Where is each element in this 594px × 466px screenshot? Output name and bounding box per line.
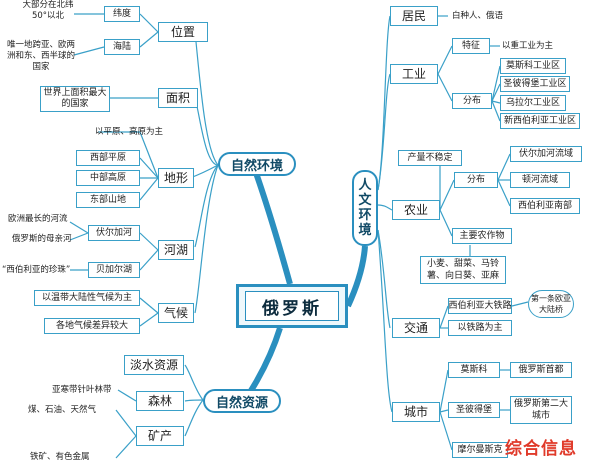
branch-humanities — [345, 245, 368, 308]
node-position: 位置 — [158, 22, 208, 42]
city-murmansk: 摩尔曼斯克 — [452, 442, 508, 458]
industry-feature-note: 以重工业为主 — [502, 41, 554, 51]
agriculture-region: 顿河流域 — [510, 172, 570, 188]
crops-list: 小麦、甜菜、马铃薯、向日葵、亚麻 — [420, 256, 506, 284]
industry-region: 乌拉尔工业区 — [500, 95, 566, 111]
node-freshwater: 淡水资源 — [124, 355, 184, 375]
node-industry-feature: 特征 — [452, 38, 490, 54]
volga-note: 欧洲最长的河流 — [8, 214, 68, 224]
node-rivers-lakes: 河湖 — [158, 240, 194, 260]
hub-humanities-char: 人 — [358, 178, 372, 193]
hub-natural-resources: 自然资源 — [203, 389, 281, 413]
terrain-summary: 以平原、高原为主 — [95, 127, 164, 137]
industry-region: 莫斯科工业区 — [500, 58, 566, 74]
city-st-petersburg-note: 俄罗斯第二大城市 — [510, 396, 572, 424]
terrain-item: 东部山地 — [76, 192, 140, 208]
hub-humanities-char: 环 — [358, 208, 372, 223]
minerals-item: 煤、石油、天然气 — [28, 405, 97, 415]
watermark-text: 综合信息 — [505, 439, 577, 459]
node-forest: 森林 — [136, 391, 184, 411]
climate-item: 各地气候差异较大 — [44, 318, 140, 334]
node-minerals: 矿产 — [136, 426, 184, 446]
area-note: 世界上面积最大的国家 — [40, 86, 110, 112]
sea-land-note: 唯一地跨亚、欧两洲和东、西半球的国家 — [6, 40, 75, 72]
node-industry: 工业 — [390, 64, 438, 84]
node-terrain: 地形 — [158, 168, 194, 188]
node-sea-land: 海陆 — [104, 39, 140, 55]
city-moscow: 莫斯科 — [448, 362, 500, 378]
volga-note: 俄罗斯的母亲河 — [12, 234, 72, 244]
node-volga: 伏尔加河 — [88, 225, 140, 241]
agriculture-region: 西伯利亚南部 — [510, 198, 580, 214]
node-climate: 气候 — [158, 303, 194, 323]
latitude-note: 大部分在北纬50°以北 — [22, 0, 74, 21]
node-transport: 交通 — [392, 318, 440, 338]
transport-mode: 以铁路为主 — [448, 320, 512, 336]
industry-region: 新西伯利亚工业区 — [500, 113, 580, 129]
hub-humanities-char: 文 — [358, 193, 372, 208]
forest-note: 亚寒带针叶林带 — [52, 385, 112, 395]
transport-railway: 西伯利亚大铁路 — [448, 298, 512, 314]
railway-note: 第一条欧亚大陆桥 — [528, 290, 574, 318]
residents-note: 白种人、俄语 — [452, 11, 504, 21]
node-main-crops: 主要农作物 — [452, 228, 512, 244]
industry-region: 圣彼得堡工业区 — [500, 76, 570, 92]
node-baikal: 贝加尔湖 — [88, 262, 140, 278]
branch-natural-env — [252, 169, 293, 285]
climate-item: 以温带大陆性气候为主 — [34, 290, 140, 306]
city-st-petersburg: 圣彼得堡 — [448, 402, 500, 418]
hub-humanities: 人 文 环 境 — [352, 170, 378, 246]
hub-humanities-char: 境 — [358, 223, 372, 238]
center-label: 俄罗斯 — [245, 291, 339, 321]
terrain-item: 中部高原 — [76, 170, 140, 186]
node-cities: 城市 — [392, 402, 440, 422]
node-residents: 居民 — [390, 6, 438, 26]
terrain-item: 西部平原 — [76, 150, 140, 166]
agriculture-instability: 产量不稳定 — [398, 150, 462, 166]
node-agriculture-distribution: 分布 — [454, 172, 498, 188]
node-agriculture: 农业 — [392, 200, 440, 220]
hub-natural-environment: 自然环境 — [218, 152, 296, 176]
minerals-item: 铁矿、有色金属 — [30, 452, 90, 462]
city-moscow-note: 俄罗斯首都 — [510, 362, 572, 378]
node-industry-distribution: 分布 — [452, 93, 492, 109]
baikal-note: “西伯利亚的珍珠” — [2, 265, 71, 275]
node-area: 面积 — [158, 88, 198, 108]
node-latitude: 纬度 — [104, 6, 140, 22]
agriculture-region: 伏尔加河流域 — [510, 146, 582, 162]
center-node: 俄罗斯 — [236, 284, 348, 328]
